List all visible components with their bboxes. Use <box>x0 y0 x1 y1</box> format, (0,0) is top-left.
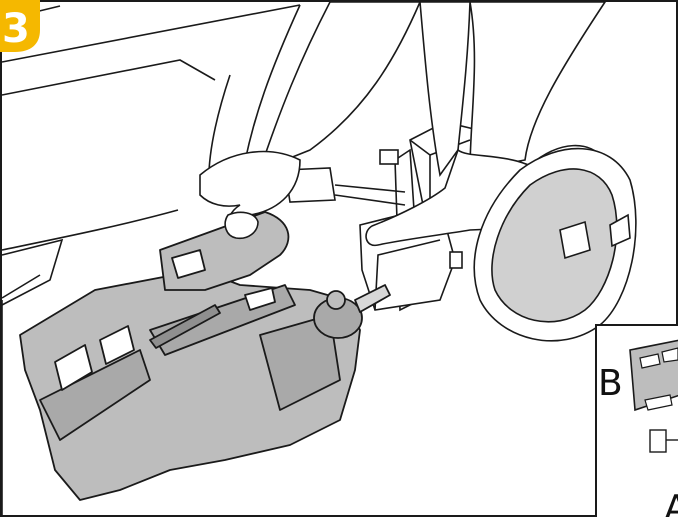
step-badge: 3 <box>0 0 40 52</box>
step-number: 3 <box>2 6 30 52</box>
inset-label-a: A <box>664 488 678 517</box>
detail-inset: B A <box>596 325 678 517</box>
inset-label-b: B <box>598 363 623 404</box>
